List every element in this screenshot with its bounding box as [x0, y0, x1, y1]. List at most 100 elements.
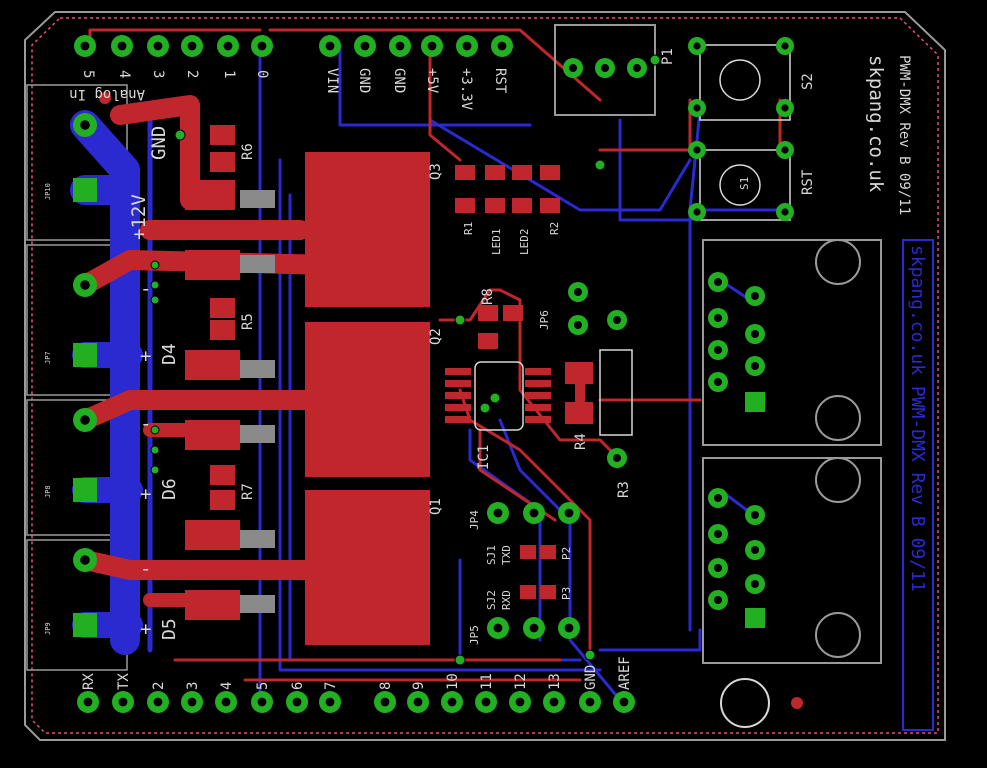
label-analog-1: 1 [221, 70, 237, 78]
q1-pad [305, 490, 430, 645]
top-copper-traces [75, 28, 782, 682]
board-outline [24, 11, 946, 741]
label-5v: +5V [424, 68, 440, 94]
r4-outline [599, 349, 633, 436]
terminal-pad-4-hole [80, 415, 90, 425]
label-digital-4: 4 [219, 682, 235, 690]
mosfet-tabs [240, 190, 275, 613]
label-s1: S1 [738, 177, 751, 190]
label-plus-1: + [140, 345, 151, 367]
label-analog-2: 2 [184, 70, 200, 78]
label-analog-0: 0 [254, 70, 270, 78]
label-12v: +12V [128, 194, 150, 240]
label-analog-3: 3 [150, 70, 166, 78]
label-gnd-2: GND [391, 68, 407, 93]
terminal-pad-2-hole [80, 280, 90, 290]
label-digital-6: 6 [290, 682, 306, 690]
rj45b-pin-0-hole [714, 494, 722, 502]
label-plus-3: + [140, 618, 151, 640]
digital-header-pin-4-hole [221, 697, 231, 707]
rj45b-pin-6-hole [714, 596, 722, 604]
label-jp9: JP9 [44, 622, 52, 635]
rj45a-pin-5-hole [751, 362, 759, 370]
digital-header-pin-0-hole [83, 697, 93, 707]
label-website: skpang.co.uk [865, 55, 887, 193]
rj45-connectors [702, 239, 882, 664]
digital-header-pin-2-hole [153, 697, 163, 707]
digital-header-pin-10-hole [447, 697, 457, 707]
jp4-pin-1-hole [529, 508, 539, 518]
power-header-pin-3-hole [427, 41, 437, 51]
mosfet-pads [185, 125, 430, 645]
label-analog-in: Analog In [69, 86, 145, 102]
power-header-pin-0-hole [325, 41, 335, 51]
label-r7: R7 [240, 483, 256, 500]
label-plus-2: + [140, 483, 151, 505]
rj45a-pin-3-hole [751, 330, 759, 338]
label-analog-5: 5 [80, 70, 96, 78]
rj45b-pin-3-hole [751, 546, 759, 554]
analog-header-pin-0-hole [80, 41, 90, 51]
switch-pad-6-hole [693, 208, 701, 216]
label-r1: R1 [462, 222, 475, 235]
jp4-pin-2-hole [564, 508, 574, 518]
label-s2: S2 [800, 73, 816, 90]
rj45a-pin-7 [745, 392, 765, 412]
label-digital-2: 2 [151, 682, 167, 690]
analog-header-pin-4-hole [223, 41, 233, 51]
label-p2: P2 [560, 547, 573, 560]
label-3v3: +3.3V [458, 68, 474, 111]
label-jp7: JP7 [44, 351, 52, 364]
digital-header-pin-9-hole [413, 697, 423, 707]
label-digital-10: 10 [445, 673, 461, 690]
via-pad-r3-hole [613, 454, 621, 462]
label-minus-2: - [140, 413, 151, 435]
switch-pad-7-hole [781, 208, 789, 216]
p1-pin-2-hole [633, 64, 641, 72]
digital-header-pin-3-hole [187, 697, 197, 707]
power-header-pin-5-hole [497, 41, 507, 51]
led-resistor-pads [455, 165, 593, 599]
jp5-pin-1-hole [529, 623, 539, 633]
analog-header-pin-3-hole [187, 41, 197, 51]
power-header-pin-1-hole [360, 41, 370, 51]
jp4-pin-0-hole [493, 508, 503, 518]
jp5-pin-2-hole [564, 623, 574, 633]
digital-header-pin-11-hole [481, 697, 491, 707]
label-digital-1: TX [116, 673, 132, 690]
jp6-pin-1-hole [574, 321, 582, 329]
tstop-outline [31, 17, 939, 734]
label-p3: P3 [560, 587, 573, 600]
label-jp10: JP10 [44, 183, 52, 200]
label-digital-3: 3 [185, 682, 201, 690]
switch-pad-3-hole [781, 104, 789, 112]
label-minus-3: - [140, 558, 151, 580]
label-r3: R3 [616, 481, 632, 498]
digital-header-pin-7-hole [325, 697, 335, 707]
label-txd: TXD [500, 545, 513, 565]
p1-outline [554, 24, 656, 116]
digital-header-pin-6-hole [292, 697, 302, 707]
rj45b-pin-4-hole [714, 564, 722, 572]
label-digital-7: 7 [323, 682, 339, 690]
fiducials [99, 92, 803, 709]
rj45a-pin-1-hole [751, 292, 759, 300]
label-d4: D4 [159, 343, 180, 365]
terminal-pad-1 [73, 178, 97, 202]
p1-pin-1-hole [601, 64, 609, 72]
label-gnd-power: GND [148, 126, 170, 160]
label-analog-4: 4 [116, 70, 132, 78]
switches [699, 44, 791, 221]
label-jp8: JP8 [44, 485, 52, 498]
switch-pad-4-hole [693, 146, 701, 154]
terminal-pad-7 [73, 613, 97, 637]
analog-header-pin-5-hole [257, 41, 267, 51]
rj45b-pin-1-hole [751, 511, 759, 519]
label-q1: Q1 [428, 498, 444, 515]
label-q3: Q3 [428, 163, 444, 180]
terminal-pad-6-hole [80, 555, 90, 565]
label-p1: P1 [660, 48, 676, 65]
label-r8: R8 [480, 288, 496, 305]
label-digital-14: GND [583, 665, 599, 690]
digital-header-pin-12-hole [515, 697, 525, 707]
